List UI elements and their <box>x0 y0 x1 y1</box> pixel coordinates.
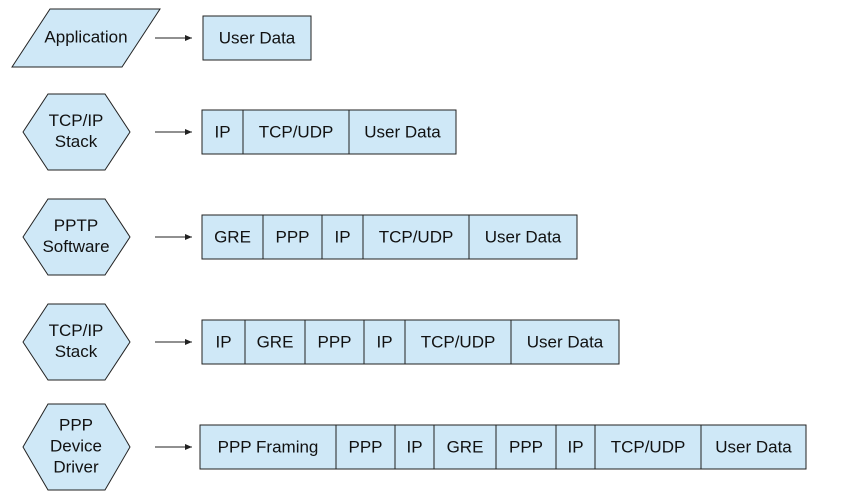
packet-field-label: PPP <box>348 437 382 456</box>
packet-field-label: IP <box>376 332 392 351</box>
packet-field <box>304 319 365 365</box>
packet-field-label: PPP <box>275 227 309 246</box>
layer-shape-hexagon <box>22 93 131 171</box>
packet-field-label: GRE <box>447 437 484 456</box>
packet-field-label: User Data <box>219 28 296 47</box>
packet-field <box>201 319 246 365</box>
packet-field-label: PPP Framing <box>218 437 319 456</box>
packet-field-label: GRE <box>214 227 251 246</box>
packet-field <box>510 319 620 365</box>
packet-field-label: TCP/UDP <box>421 332 496 351</box>
packet-field-label: User Data <box>364 122 441 141</box>
packet-field-label: PPP <box>509 437 543 456</box>
layer-label: Stack <box>55 132 98 151</box>
layer-row: PPTP Software GRE PPP IP TCP/UDP User Data <box>22 198 578 276</box>
packet-field-label: GRE <box>257 332 294 351</box>
layer-label: TCP/IP <box>49 321 104 340</box>
packet-field <box>199 424 337 470</box>
layer-row: TCP/IP Stack IP GRE PPP IP TCP/UDP User Data <box>22 303 620 381</box>
packet-field <box>700 424 807 470</box>
packet-field <box>335 424 396 470</box>
packet-field-label: User Data <box>527 332 604 351</box>
packet-field-label: IP <box>214 122 230 141</box>
packet-field-label: PPP <box>317 332 351 351</box>
packet-field <box>468 214 578 260</box>
packet-field <box>201 214 264 260</box>
packet-field-label: TCP/UDP <box>259 122 334 141</box>
layer-row: TCP/IP Stack IP TCP/UDP User Data <box>22 93 457 171</box>
layer-shape-hexagon <box>22 198 131 276</box>
packet-field-label: IP <box>334 227 350 246</box>
packet-field <box>202 15 312 61</box>
packet-field <box>262 214 323 260</box>
packet-field-label: IP <box>215 332 231 351</box>
packet-field <box>348 109 457 155</box>
packet-field <box>244 319 306 365</box>
layer-label: PPTP <box>54 216 98 235</box>
layer-shape-hexagon <box>22 303 131 381</box>
layer-label: TCP/IP <box>49 111 104 130</box>
layer-shape-hexagon <box>22 403 131 491</box>
packet-field <box>433 424 497 470</box>
packet-field-label: IP <box>406 437 422 456</box>
packet-field <box>594 424 702 470</box>
layer-shape-parallelogram <box>11 8 161 68</box>
layer-label: Driver <box>53 457 99 476</box>
layer-label: Software <box>42 237 109 256</box>
packet-field-label: User Data <box>485 227 562 246</box>
packet-field-label: User Data <box>715 437 792 456</box>
layer-row: Application User Data <box>11 8 312 68</box>
layer-label: PPP <box>59 415 93 434</box>
packet-field <box>201 109 244 155</box>
layer-label: Device <box>50 436 102 455</box>
packet-field <box>495 424 557 470</box>
packet-field <box>242 109 350 155</box>
layer-label: Application <box>44 27 127 46</box>
packet-field-label: IP <box>567 437 583 456</box>
packet-field-label: TCP/UDP <box>379 227 454 246</box>
packet-field <box>321 214 364 260</box>
layer-label: Stack <box>55 342 98 361</box>
packet-field-label: TCP/UDP <box>611 437 686 456</box>
